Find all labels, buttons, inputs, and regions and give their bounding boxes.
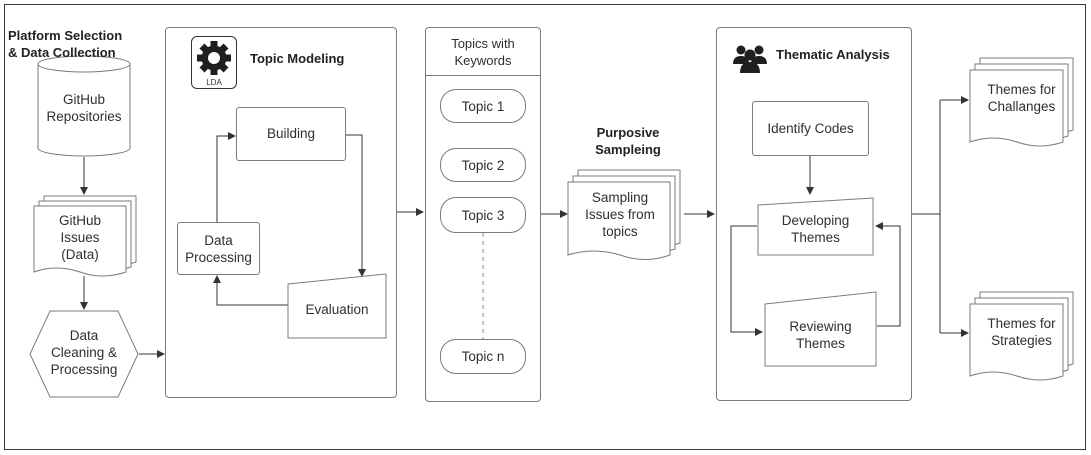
thematic-analysis-title: Thematic Analysis	[776, 46, 890, 62]
data-processing-box	[177, 222, 260, 275]
repositories-label: GitHub Repositories	[46, 92, 122, 124]
developing-label: Developing Themes	[781, 213, 850, 245]
evaluation-shape	[287, 273, 387, 339]
topics-keywords-title: Topics with Keywords	[451, 36, 515, 68]
issues-label: GitHub Issues (Data)	[58, 212, 102, 262]
issues-document-stack	[33, 195, 137, 277]
data-processing-label: Data Processing	[185, 232, 252, 265]
strategies-label: Themes for Strategies	[987, 316, 1056, 348]
challenges-label: Themes for Challanges	[987, 82, 1056, 114]
topic-n-label: Topic n	[461, 349, 505, 364]
cleaning-hexagon	[29, 310, 139, 398]
lda-label: LDA	[206, 77, 222, 87]
cleaning-label: Data Cleaning & Processing	[50, 327, 118, 377]
topic-modeling-panel	[165, 27, 397, 398]
platform-section-title: Platform Selection & Data Collection	[8, 28, 123, 60]
topics-panel-divider	[425, 75, 541, 76]
gear-icon	[197, 41, 231, 75]
reviewing-label: Reviewing Themes	[789, 319, 852, 351]
topic-2-label: Topic 2	[461, 157, 505, 173]
challenges-document-stack	[969, 57, 1074, 147]
identify-codes-box	[752, 101, 869, 156]
reviewing-shape	[764, 291, 877, 367]
sampling-document-stack	[567, 169, 681, 260]
topic-1-pill	[440, 89, 526, 123]
topic-3-pill	[440, 197, 526, 233]
topic-3-label: Topic 3	[461, 207, 505, 223]
strategies-document-stack	[969, 291, 1074, 381]
topic-1-label: Topic 1	[461, 98, 505, 114]
lda-icon: LDA	[191, 36, 237, 89]
purposive-sampling-title: Purposive Sampleing	[595, 125, 661, 157]
repositories-cylinder	[37, 55, 131, 157]
building-box	[236, 107, 346, 161]
topics-panel	[425, 27, 541, 402]
identify-codes-label: Identify Codes	[767, 121, 854, 136]
building-label: Building	[266, 125, 316, 141]
topic-n-pill	[440, 339, 526, 374]
thematic-panel	[716, 27, 912, 401]
developing-shape	[757, 197, 874, 256]
evaluation-label: Evaluation	[305, 301, 369, 317]
diagram-frame	[4, 4, 1086, 450]
topic-modeling-title: Topic Modeling	[250, 50, 345, 66]
sampling-label: Sampling Issues from topics	[585, 189, 655, 239]
topic-2-pill	[440, 148, 526, 182]
